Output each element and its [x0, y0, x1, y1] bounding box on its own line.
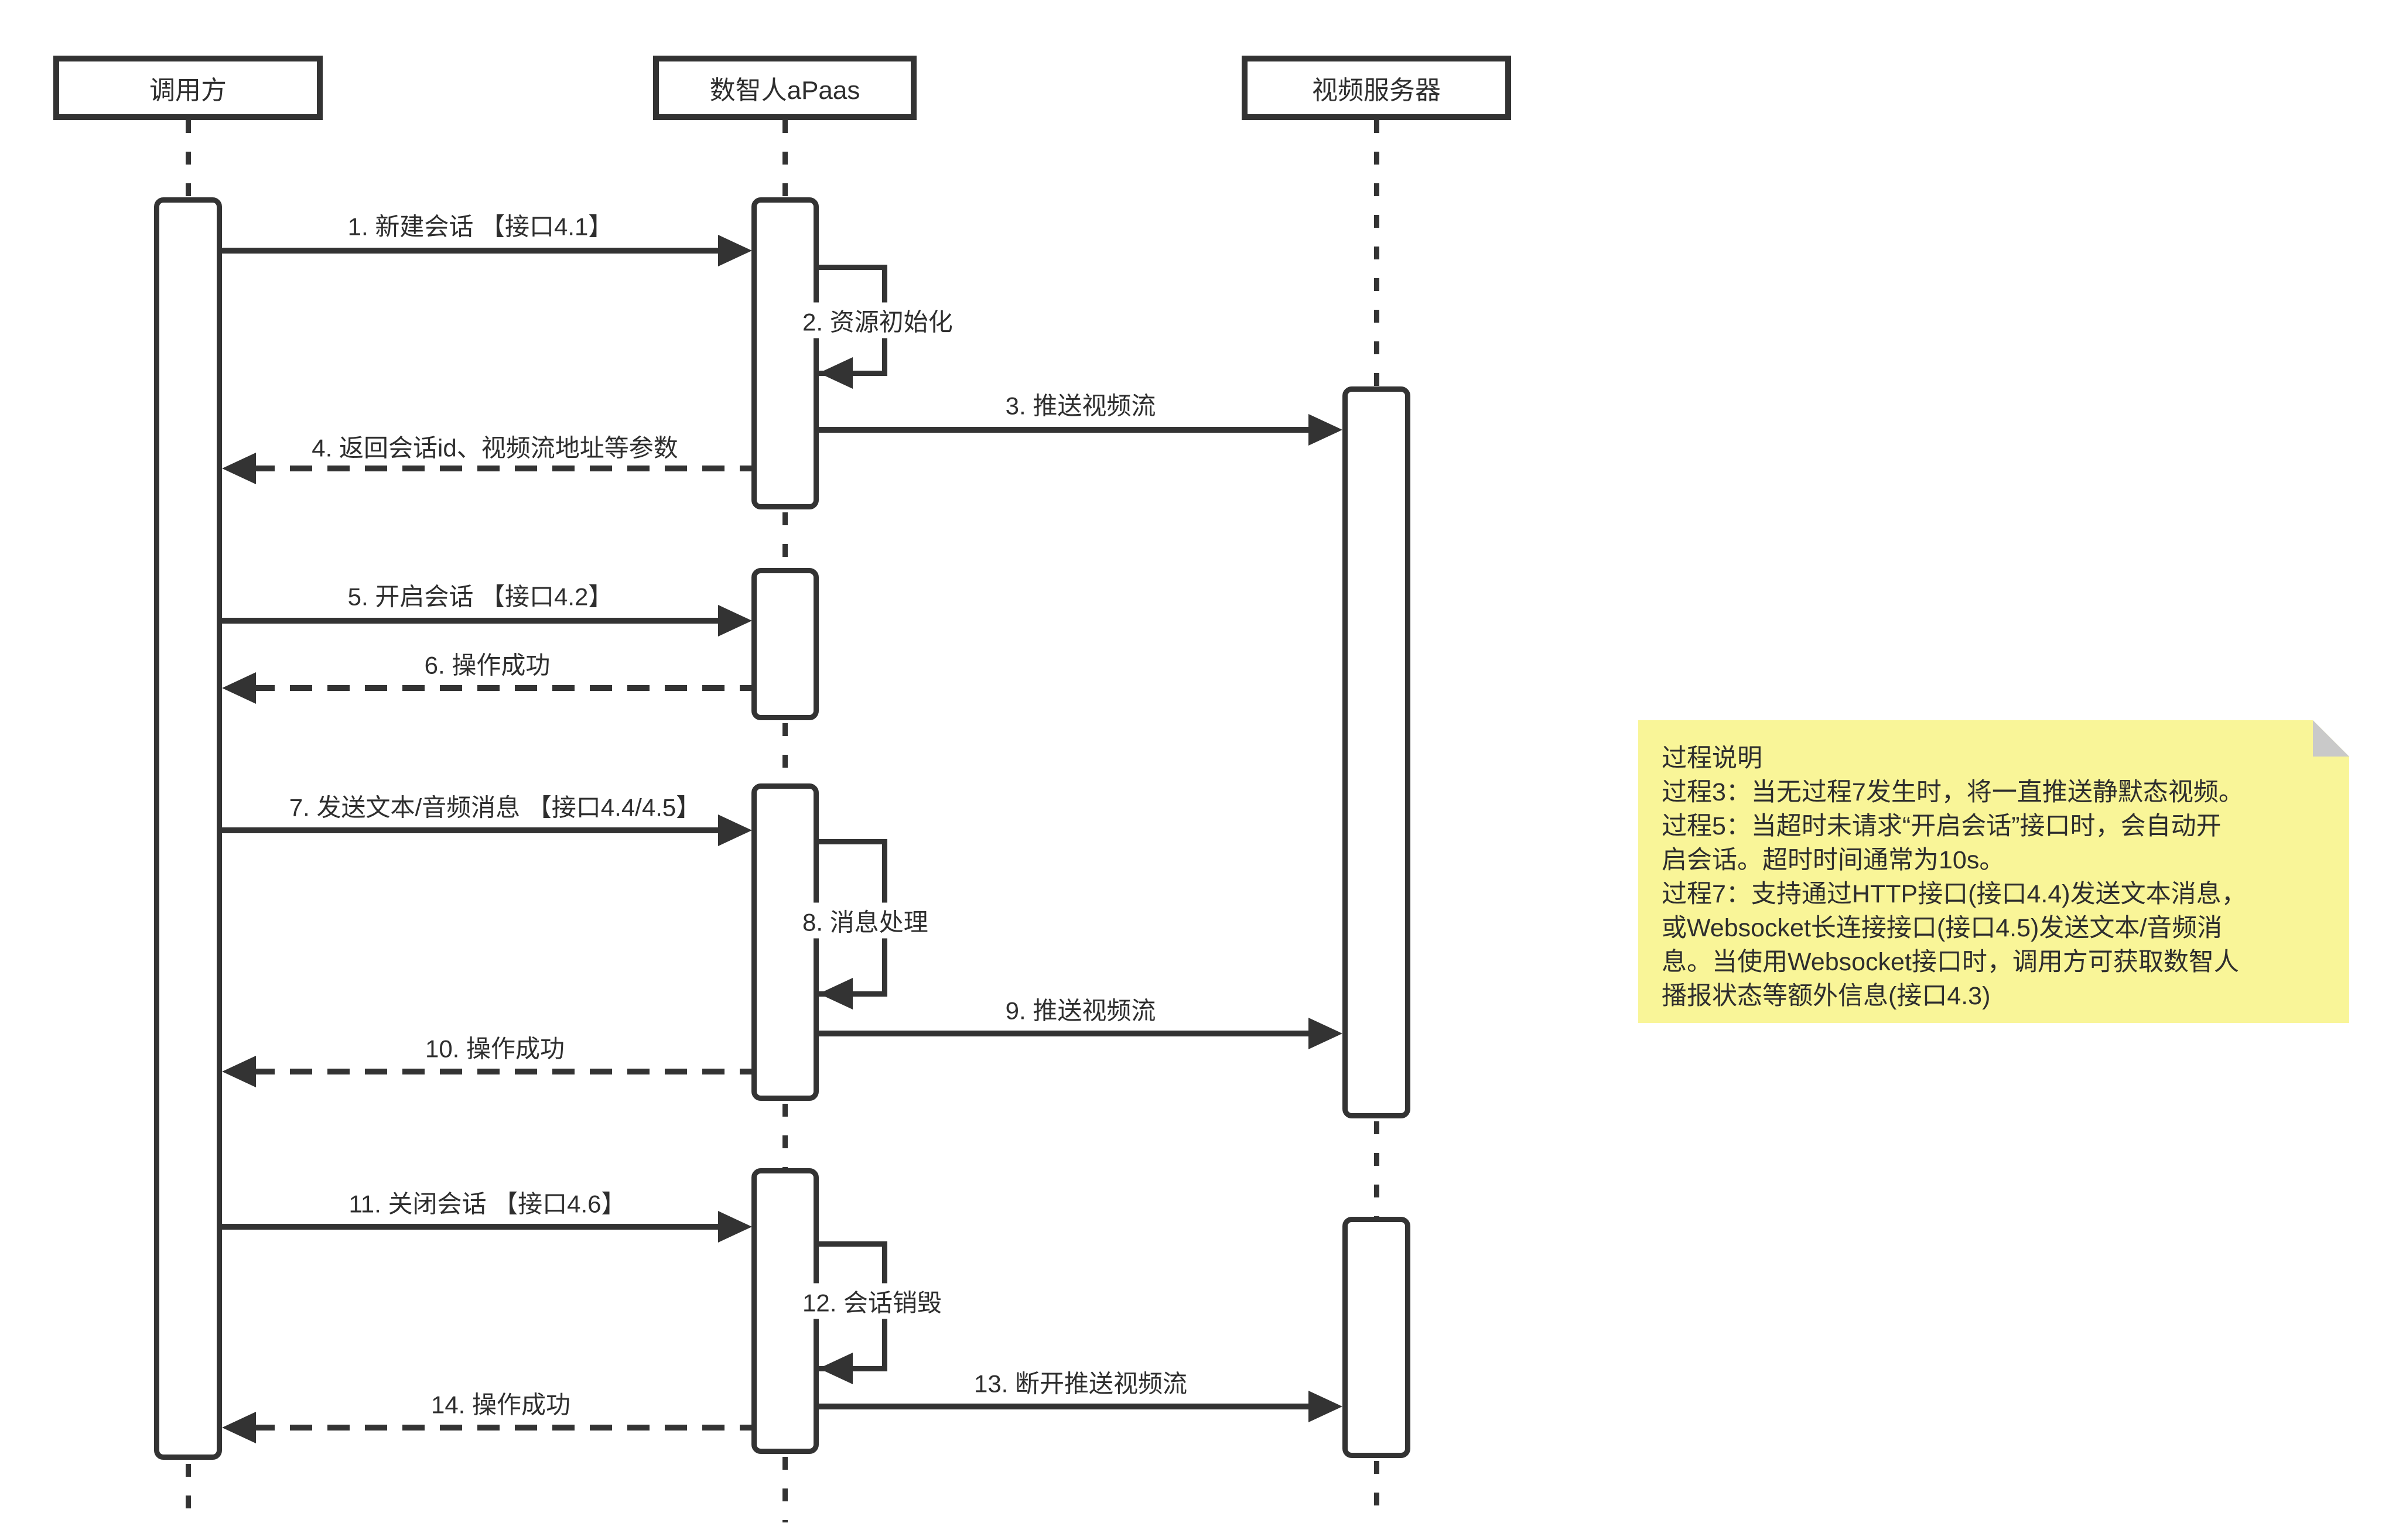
lifeline-caller [186, 1464, 191, 1522]
note-line: 播报状态等额外信息(接口4.3) [1662, 982, 1991, 1010]
note-line: 启会话。超时时间通常为10s。 [1662, 846, 2005, 874]
message-11-arrowhead-icon [718, 1211, 752, 1243]
message-11-line [222, 1224, 722, 1230]
note-line: 过程7：支持通过HTTP接口(接口4.4)发送文本消息， [1662, 880, 2247, 908]
message-12-arrowhead-icon [819, 1353, 853, 1384]
lifeline-video-server [1374, 1121, 1379, 1217]
message-14-arrowhead-icon [222, 1412, 256, 1443]
message-4-line [252, 466, 752, 471]
activation-bar-apaas-2 [751, 568, 819, 720]
activation-bar-caller [154, 197, 222, 1460]
message-10-line [252, 1069, 752, 1074]
activation-bar-apaas-1 [751, 197, 819, 509]
message-4-arrowhead-icon [222, 453, 256, 484]
actor-box-video-server: 视频服务器 [1242, 56, 1511, 120]
message-7-line [222, 827, 722, 833]
note-line: 或Websocket长连接接口(接口4.5)发送文本/音频消 [1662, 914, 2223, 942]
message-13-label: 13. 断开推送视频流 [973, 1370, 1188, 1398]
message-6-arrowhead-icon [222, 672, 256, 704]
lifeline-caller [186, 120, 191, 197]
lifeline-apaas [782, 723, 788, 783]
activation-bar-apaas-3 [751, 783, 819, 1101]
message-6-line [252, 685, 752, 691]
message-4-label: 4. 返回会话id、视频流地址等参数 [312, 434, 678, 462]
message-1-line [222, 248, 722, 254]
message-3-arrowhead-icon [1308, 414, 1342, 446]
actor-label-caller: 调用方 [149, 76, 227, 105]
message-1-arrowhead-icon [718, 235, 752, 266]
note-line: 息。当使用Websocket接口时，调用方可获取数智人 [1662, 948, 2239, 976]
message-2-arrowhead-icon [819, 357, 853, 389]
actor-label-apaas: 数智人aPaas [709, 76, 860, 105]
lifeline-video-server [1374, 1461, 1379, 1522]
actor-label-video-server: 视频服务器 [1312, 76, 1441, 105]
message-7-arrowhead-icon [718, 815, 752, 846]
activation-bar-video-1 [1342, 386, 1410, 1118]
message-9-line [819, 1031, 1312, 1036]
lifeline-apaas [782, 120, 788, 197]
lifeline-video-server [1374, 120, 1379, 386]
message-13-arrowhead-icon [1308, 1391, 1342, 1422]
message-6-label: 6. 操作成功 [424, 651, 551, 679]
message-7-label: 7. 发送文本/音频消息 【接口4.4/4.5】 [289, 793, 701, 822]
message-10-label: 10. 操作成功 [425, 1035, 565, 1063]
message-13-line [819, 1404, 1312, 1409]
note-line: 过程说明 [1662, 744, 1762, 772]
actor-box-apaas: 数智人aPaas [653, 56, 917, 120]
activation-bar-video-2 [1342, 1217, 1410, 1458]
note-line: 过程5：当超时未请求“开启会话”接口时，会自动开 [1662, 812, 2222, 840]
message-3-line [819, 427, 1312, 433]
note-line: 过程3：当无过程7发生时，将一直推送静默态视频。 [1662, 778, 2244, 806]
message-3-label: 3. 推送视频流 [1005, 392, 1156, 420]
message-10-arrowhead-icon [222, 1056, 256, 1087]
lifeline-apaas [782, 1104, 788, 1168]
message-9-arrowhead-icon [1308, 1018, 1342, 1049]
lifeline-apaas [782, 1457, 788, 1522]
note-text: 过程说明 过程3：当无过程7发生时，将一直推送静默态视频。 过程5：当超时未请求… [1662, 741, 2329, 1013]
message-8-arrowhead-icon [819, 978, 853, 1009]
message-5-label: 5. 开启会话 【接口4.2】 [347, 583, 613, 611]
message-12-label: 12. 会话销毁 [798, 1283, 947, 1319]
message-14-label: 14. 操作成功 [430, 1391, 571, 1419]
message-14-line [252, 1425, 752, 1431]
message-5-line [222, 618, 722, 624]
message-1-label: 1. 新建会话 【接口4.1】 [347, 213, 613, 241]
lifeline-apaas [782, 512, 788, 568]
process-note: 过程说明 过程3：当无过程7发生时，将一直推送静默态视频。 过程5：当超时未请求… [1638, 720, 2349, 1023]
actor-box-caller: 调用方 [53, 56, 323, 120]
message-9-label: 9. 推送视频流 [1005, 997, 1156, 1025]
message-5-arrowhead-icon [718, 605, 752, 636]
message-2-label: 2. 资源初始化 [798, 302, 958, 338]
message-8-label: 8. 消息处理 [798, 902, 933, 939]
message-11-label: 11. 关闭会话 【接口4.6】 [348, 1190, 626, 1218]
